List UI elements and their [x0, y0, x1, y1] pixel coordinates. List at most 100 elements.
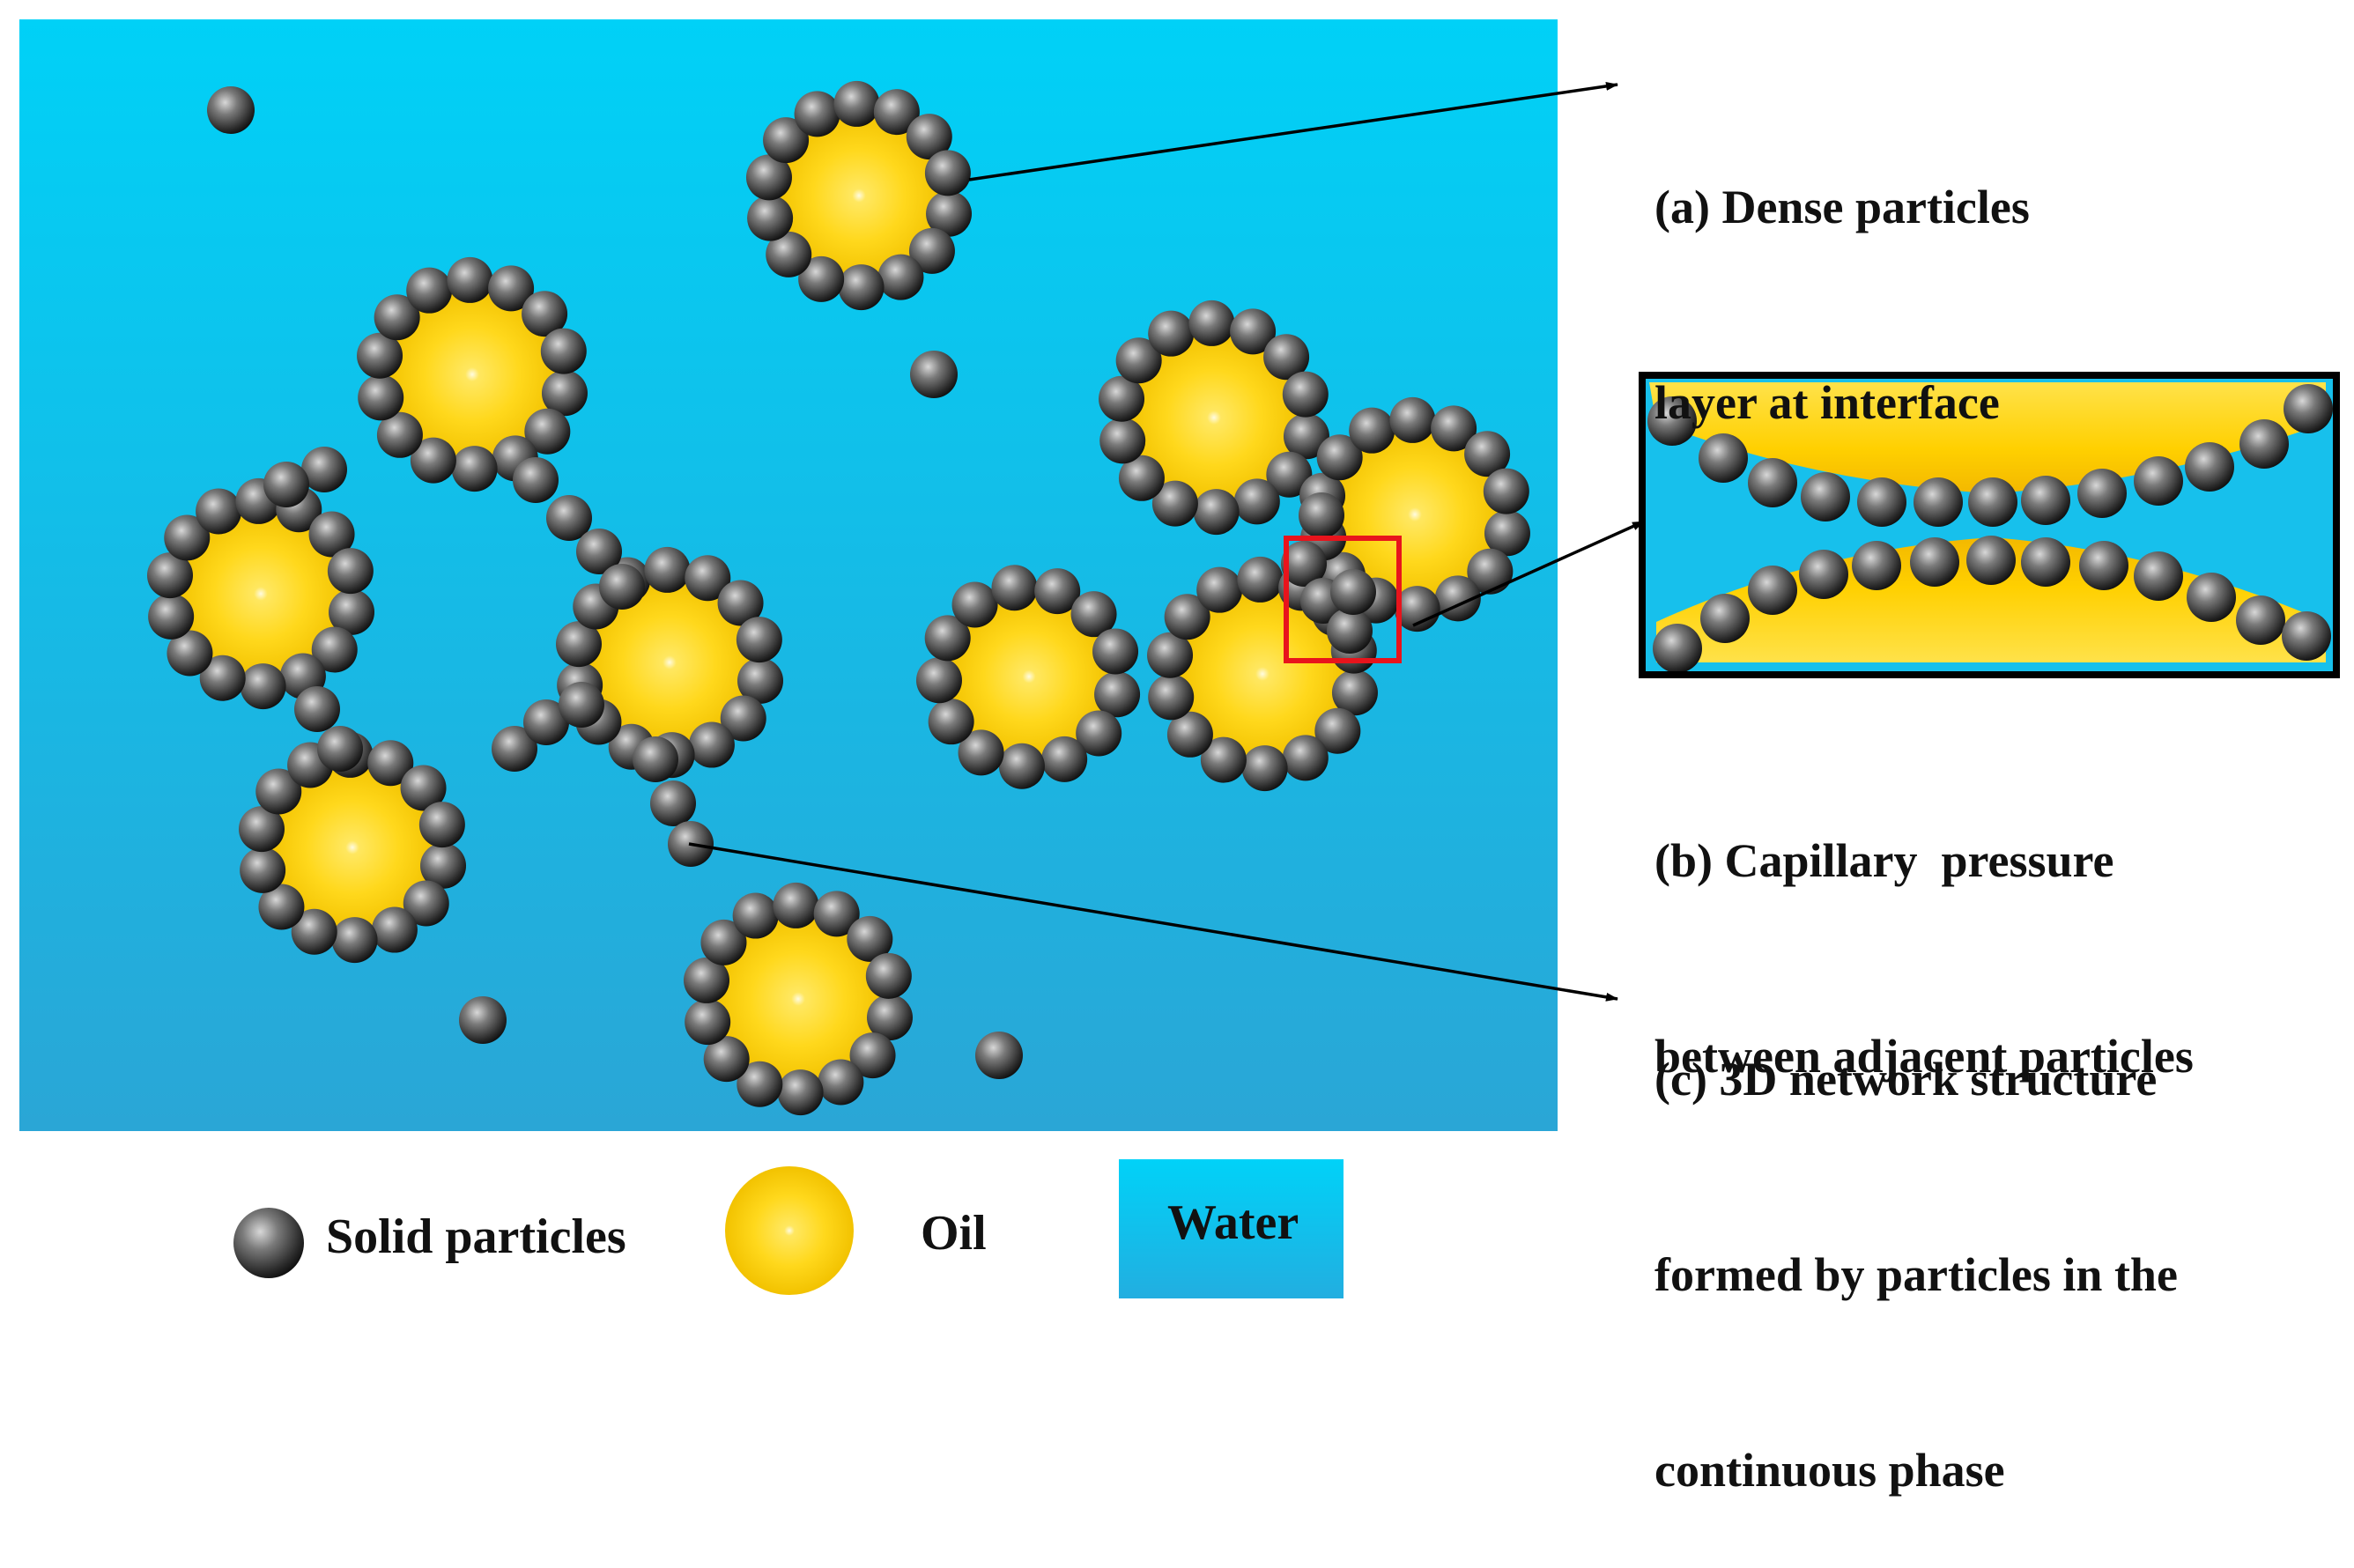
interface-particle	[813, 891, 860, 937]
interface-particle	[1188, 300, 1235, 346]
interface-particle	[685, 999, 731, 1046]
particle-coated-oil-droplet	[684, 882, 913, 1116]
particle-coated-oil-droplet	[357, 256, 588, 492]
inset-particle	[1699, 433, 1748, 483]
interface-particle	[555, 621, 602, 668]
interface-particle	[258, 884, 305, 930]
interface-particle	[766, 231, 812, 277]
legend-water-swatch	[1119, 1159, 1344, 1298]
interface-particle	[700, 919, 747, 965]
network-particle	[492, 726, 537, 772]
network-particle	[513, 457, 559, 503]
annotation-a: (a) Dense particles layer at interface	[1654, 44, 2030, 500]
annotation-c-line-2: formed by particles in the	[1654, 1248, 2178, 1301]
network-bridges	[263, 447, 1376, 867]
interface-particle	[291, 908, 337, 955]
interface-particle	[866, 995, 913, 1041]
network-particle	[650, 780, 696, 826]
interface-particle	[1041, 736, 1088, 782]
interface-particle	[406, 267, 453, 314]
network-particle	[1281, 541, 1327, 587]
interface-particle	[717, 580, 764, 626]
inset-particle	[1799, 550, 1848, 599]
interface-particle	[238, 806, 285, 853]
interface-particle	[1070, 591, 1117, 638]
inset-particle	[2021, 537, 2070, 587]
legend-particle-swatch	[233, 1208, 304, 1278]
interface-particle	[1316, 434, 1363, 481]
free-particles	[207, 86, 1023, 1079]
particle-coated-oil-droplet	[146, 477, 375, 710]
interface-particle	[240, 847, 286, 893]
interface-particle	[524, 408, 571, 455]
annotation-b-line-2: between adjacent particles	[1654, 1030, 2194, 1083]
capillary-highlight-box	[1284, 536, 1402, 663]
free-particle	[459, 996, 507, 1044]
particle-coated-oil-droplet	[915, 565, 1141, 789]
interface-particle	[1118, 455, 1165, 501]
interface-particle	[541, 370, 588, 417]
interface-particle	[374, 294, 420, 341]
interface-particle	[1467, 548, 1514, 595]
annotation-a-line-1: (a) Dense particles	[1654, 181, 2030, 233]
interface-particle	[488, 265, 535, 312]
network-particle	[633, 736, 678, 782]
interface-particle	[1099, 375, 1145, 422]
annotation-b-line-1: (b) Capillary pressure	[1654, 834, 2114, 887]
oil-droplet	[713, 913, 884, 1084]
interface-particle	[357, 332, 403, 379]
inset-particle	[2236, 595, 2285, 645]
interface-particle	[684, 957, 730, 1003]
interface-particle	[522, 291, 568, 337]
interface-particle	[1200, 736, 1247, 783]
inset-particle	[1748, 458, 1797, 507]
interface-particle	[376, 411, 423, 458]
interface-particle	[1483, 468, 1529, 514]
inset-particle	[1966, 536, 2016, 585]
particle-coated-oil-droplet	[1099, 300, 1329, 536]
interface-particle	[240, 663, 286, 710]
inset-particle	[2282, 611, 2331, 661]
interface-particle	[865, 952, 912, 999]
interface-particle	[1394, 586, 1440, 632]
annotation-c-line-3: continuous phase	[1654, 1444, 2005, 1497]
interface-particle	[838, 264, 885, 311]
interface-particle	[367, 740, 414, 787]
interface-particle	[720, 695, 766, 742]
network-particle	[523, 699, 569, 745]
interface-particle	[327, 548, 374, 595]
interface-particle	[1076, 710, 1122, 757]
interface-particle	[1166, 711, 1213, 758]
interface-particle	[688, 721, 735, 768]
interface-particle	[451, 446, 498, 492]
capillary-inset	[1639, 372, 2340, 678]
inset-particle	[1748, 566, 1797, 615]
interface-particle	[798, 255, 845, 302]
annotation-a-line-2: layer at interface	[1654, 376, 2000, 429]
interface-particle	[958, 729, 1004, 776]
interface-particle	[926, 190, 973, 237]
inset-particle	[1801, 472, 1850, 521]
interface-particle	[146, 552, 193, 599]
interface-particle	[1148, 674, 1195, 721]
interface-particle	[1115, 337, 1162, 384]
legend	[233, 1159, 1344, 1298]
interface-particle	[794, 91, 840, 137]
leader-arrow-c	[688, 842, 1618, 1002]
interface-particle	[371, 906, 418, 953]
interface-particle	[148, 593, 195, 640]
interface-particle	[1282, 371, 1329, 418]
interface-particle	[685, 555, 731, 602]
inset-particle	[2077, 469, 2127, 518]
oil-droplet	[176, 509, 345, 678]
interface-particle	[924, 150, 971, 196]
oil-droplet	[775, 112, 943, 279]
inset-particle	[2021, 476, 2070, 525]
interface-particle	[311, 626, 358, 673]
free-particle	[975, 1032, 1023, 1079]
inset-particle	[1914, 477, 1963, 527]
interface-particle	[1241, 745, 1288, 792]
interface-particle	[1464, 431, 1511, 477]
interface-particle	[410, 437, 456, 484]
interface-particle	[745, 154, 792, 201]
